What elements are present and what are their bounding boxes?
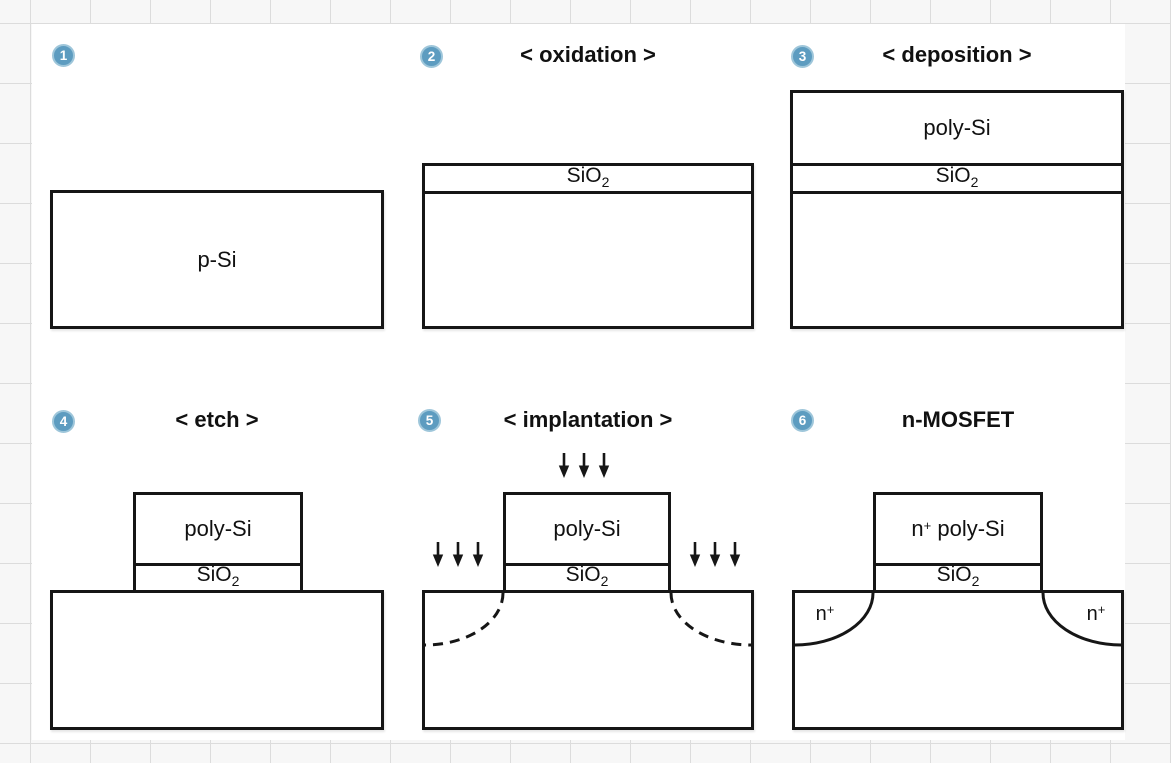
sio2-label: SiO2 [565,563,609,589]
n-plus-poly-si-gate-step6: n+ poly-Si [876,495,1040,566]
poly-si-label: poly-Si [184,516,252,541]
wafer-step3: poly-Si SiO2 [790,90,1124,329]
poly-si-gate-step4: poly-Si [136,495,300,566]
implant-arrows-left-icon [432,542,484,567]
p-si-substrate-step6 [792,590,1124,730]
n-plus-poly-si-label: n+ poly-Si [911,516,1005,541]
gate-stack-step6: n+ poly-Si SiO2 [873,492,1043,590]
p-si-substrate-step1: p-Si [50,190,384,329]
sio2-label: SiO2 [566,163,610,190]
poly-si-label: poly-Si [553,516,621,541]
sio2-gate-step5: SiO2 [506,563,668,590]
step-2-title: < oxidation > [520,42,656,67]
poly-si-layer-step3: poly-Si [793,93,1121,166]
step-5-badge: 5 [418,409,441,432]
step-2-number: 2 [427,49,436,64]
step-2-badge: 2 [420,45,443,68]
p-si-substrate-step4 [50,590,384,730]
step-6-badge: 6 [791,409,814,432]
p-si-substrate-step5 [422,590,754,730]
gate-stack-step5: poly-Si SiO2 [503,492,671,590]
step-5-number: 5 [425,413,434,428]
step-1-badge: 1 [52,44,75,67]
sio2-label: SiO2 [196,563,240,589]
poly-si-gate-step5: poly-Si [506,495,668,566]
sio2-gate-step6: SiO2 [876,563,1040,590]
step-3-badge: 3 [791,45,814,68]
step-5-title: < implantation > [503,407,673,432]
implant-arrows-top-icon [558,453,610,478]
step-3-title: < deposition > [882,42,1032,67]
gate-stack-step4: poly-Si SiO2 [133,492,303,590]
p-si-label: p-Si [197,246,237,272]
step-3-number: 3 [798,49,807,64]
step-6-title: n-MOSFET [901,407,1015,432]
n-plus-drain-label: n+ [1086,602,1106,625]
step-4-title: < etch > [175,407,259,432]
implanted-junction-dashed-curves [424,592,752,647]
sio2-layer-step2: SiO2 [425,163,751,194]
implant-arrows-right-icon [689,542,741,567]
sio2-layer-step3: SiO2 [793,163,1121,194]
sio2-gate-step4: SiO2 [136,563,300,590]
step-4-badge: 4 [52,410,75,433]
sio2-label: SiO2 [936,563,980,589]
step-1-number: 1 [59,48,68,63]
step-4-number: 4 [59,414,68,429]
n-plus-source-label: n+ [815,602,835,625]
wafer-step2: SiO2 [422,163,754,329]
poly-si-label: poly-Si [923,115,991,140]
step-6-number: 6 [798,413,807,428]
sio2-label: SiO2 [935,163,979,190]
n-plus-junction-curves [794,592,1122,647]
